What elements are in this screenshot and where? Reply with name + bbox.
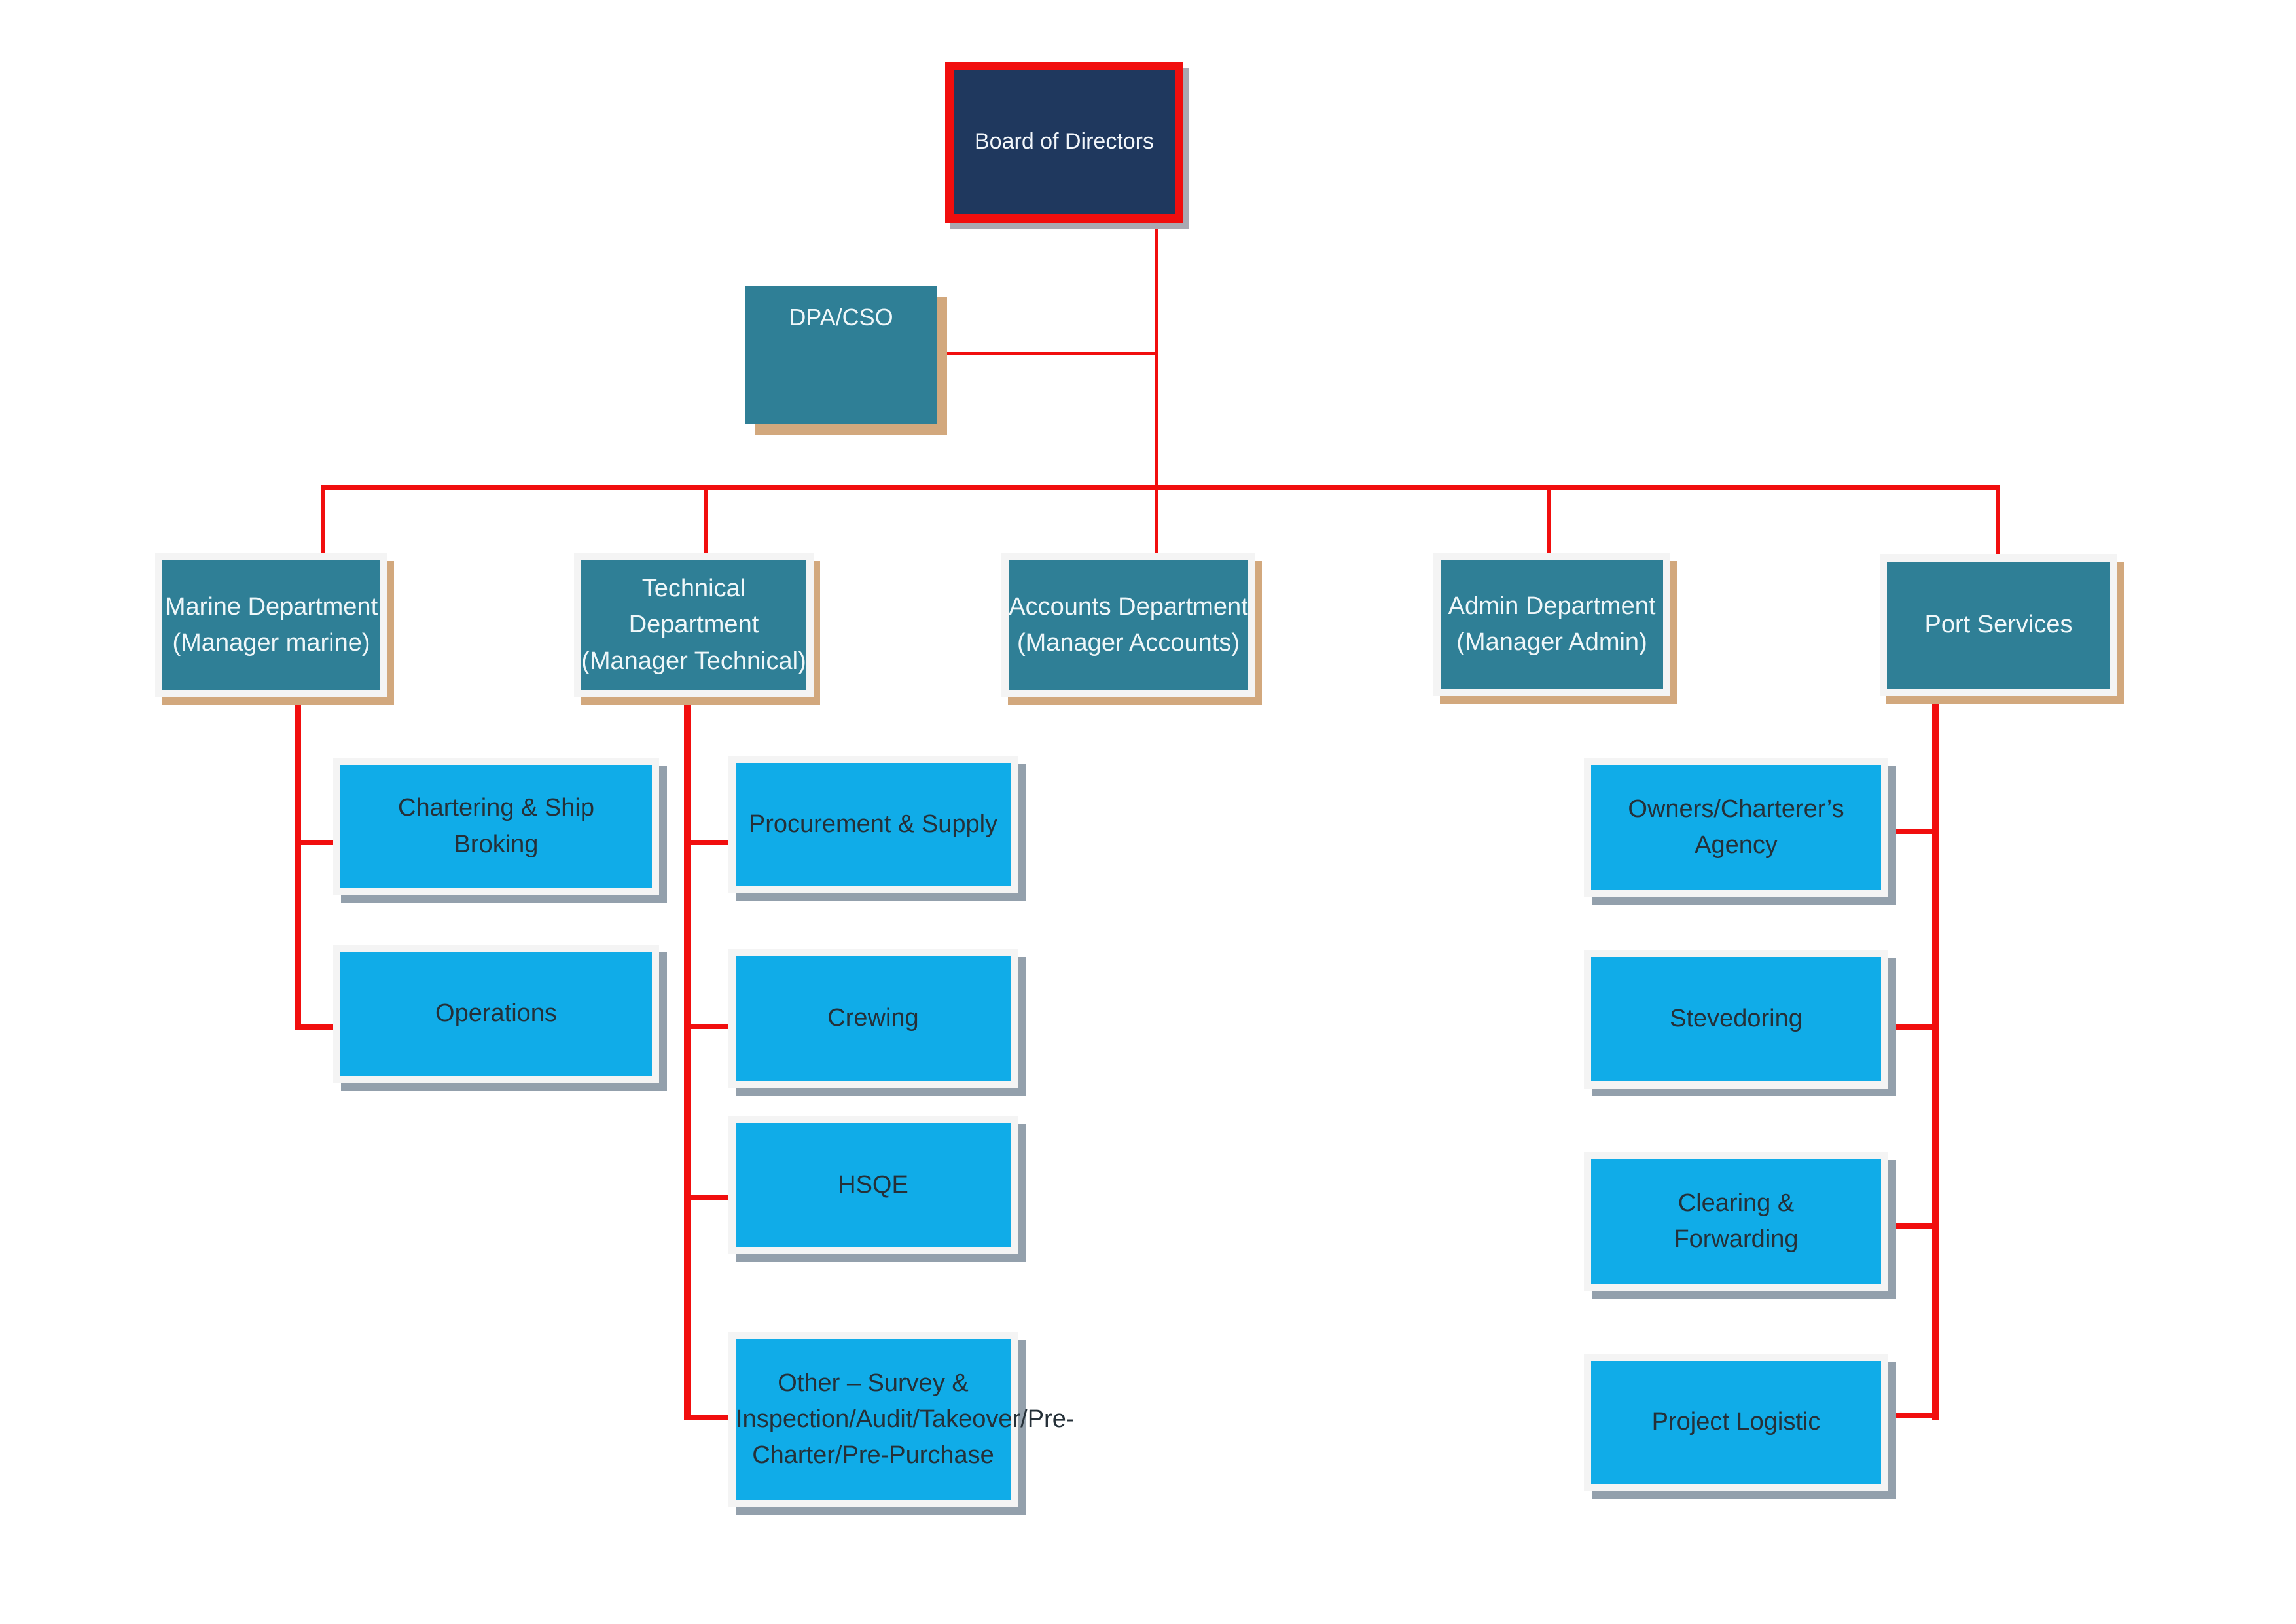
org-node-chartering-ship-broking: Chartering & Ship Broking: [333, 758, 659, 895]
accounts-department-line2: (Manager Accounts): [1016, 629, 1240, 657]
connector-technical-vertical: [684, 697, 691, 1420]
connector-marine-vertical: [295, 697, 301, 1030]
connector-technical-stub-procurement: [687, 840, 732, 845]
board-label: Board of Directors: [975, 129, 1154, 154]
dpa-label: DPA/CSO: [789, 304, 893, 331]
connector-technical-stub-hsqe: [687, 1195, 732, 1200]
connector-dpa-stub: [947, 352, 1156, 355]
connector-drop-admin: [1547, 485, 1551, 554]
connector-distribution-bar: [323, 485, 2000, 490]
admin-department-line2: (Manager Admin): [1456, 628, 1647, 656]
stevedoring-label: Stevedoring: [1670, 1005, 1803, 1033]
org-node-hsqe: HSQE: [728, 1116, 1018, 1254]
org-node-dpa-cso: DPA/CSO: [745, 286, 937, 424]
connector-drop-port: [1996, 485, 2000, 556]
connector-port-stub-stevedoring: [1885, 1024, 1935, 1030]
connector-port-stub-owners: [1885, 829, 1935, 834]
crewing-label: Crewing: [827, 1004, 919, 1032]
technical-department-line2: (Manager Technical): [581, 647, 806, 675]
connector-marine-stub-chartering: [298, 840, 337, 845]
technical-department-line1: Technical Department: [628, 575, 759, 639]
operations-label: Operations: [435, 1000, 557, 1028]
org-node-operations: Operations: [333, 945, 659, 1083]
connector-marine-stub-operations: [298, 1024, 337, 1030]
procurement-label: Procurement & Supply: [748, 810, 998, 839]
connector-technical-stub-crewing: [687, 1024, 732, 1029]
org-node-port-services: Port Services: [1880, 554, 2117, 696]
owners-agency-label: Owners/Charterer’s Agency: [1628, 795, 1844, 859]
connector-port-stub-clearing: [1885, 1223, 1935, 1229]
org-node-technical-department: Technical Department (Manager Technical): [574, 553, 814, 697]
org-node-crewing: Crewing: [728, 949, 1018, 1088]
org-node-marine-department: Marine Department (Manager marine): [155, 553, 387, 697]
connector-drop-technical: [704, 485, 708, 554]
clearing-forwarding-label: Clearing & Forwarding: [1674, 1189, 1799, 1253]
marine-department-line1: Marine Department: [164, 592, 378, 621]
org-node-clearing-forwarding: Clearing & Forwarding: [1584, 1152, 1888, 1291]
connector-technical-stub-other: [687, 1415, 732, 1420]
connector-board-vertical: [1155, 223, 1158, 556]
org-node-board-of-directors: Board of Directors: [945, 62, 1183, 223]
org-node-other-survey-inspection: Other – Survey & Inspection/Audit/Takeov…: [728, 1332, 1075, 1507]
org-node-owners-charterers-agency: Owners/Charterer’s Agency: [1584, 758, 1888, 897]
org-node-project-logistic: Project Logistic: [1584, 1354, 1888, 1491]
org-node-procurement-supply: Procurement & Supply: [728, 756, 1018, 893]
marine-department-line2: (Manager marine): [172, 629, 370, 657]
project-logistic-label: Project Logistic: [1651, 1408, 1821, 1436]
org-node-accounts-department: Accounts Department (Manager Accounts): [1001, 553, 1255, 697]
org-node-stevedoring: Stevedoring: [1584, 950, 1888, 1089]
connector-port-stub-project: [1885, 1413, 1935, 1418]
chartering-label: Chartering & Ship Broking: [398, 794, 594, 858]
accounts-department-line1: Accounts Department: [1009, 592, 1248, 621]
connector-port-vertical: [1932, 704, 1939, 1420]
connector-drop-marine: [321, 485, 325, 554]
org-node-admin-department: Admin Department (Manager Admin): [1433, 553, 1670, 696]
port-services-line1: Port Services: [1924, 611, 2073, 639]
hsqe-label: HSQE: [838, 1170, 908, 1199]
other-survey-label: Other – Survey & Inspection/Audit/Takeov…: [736, 1369, 1075, 1470]
admin-department-line1: Admin Department: [1448, 592, 1656, 620]
